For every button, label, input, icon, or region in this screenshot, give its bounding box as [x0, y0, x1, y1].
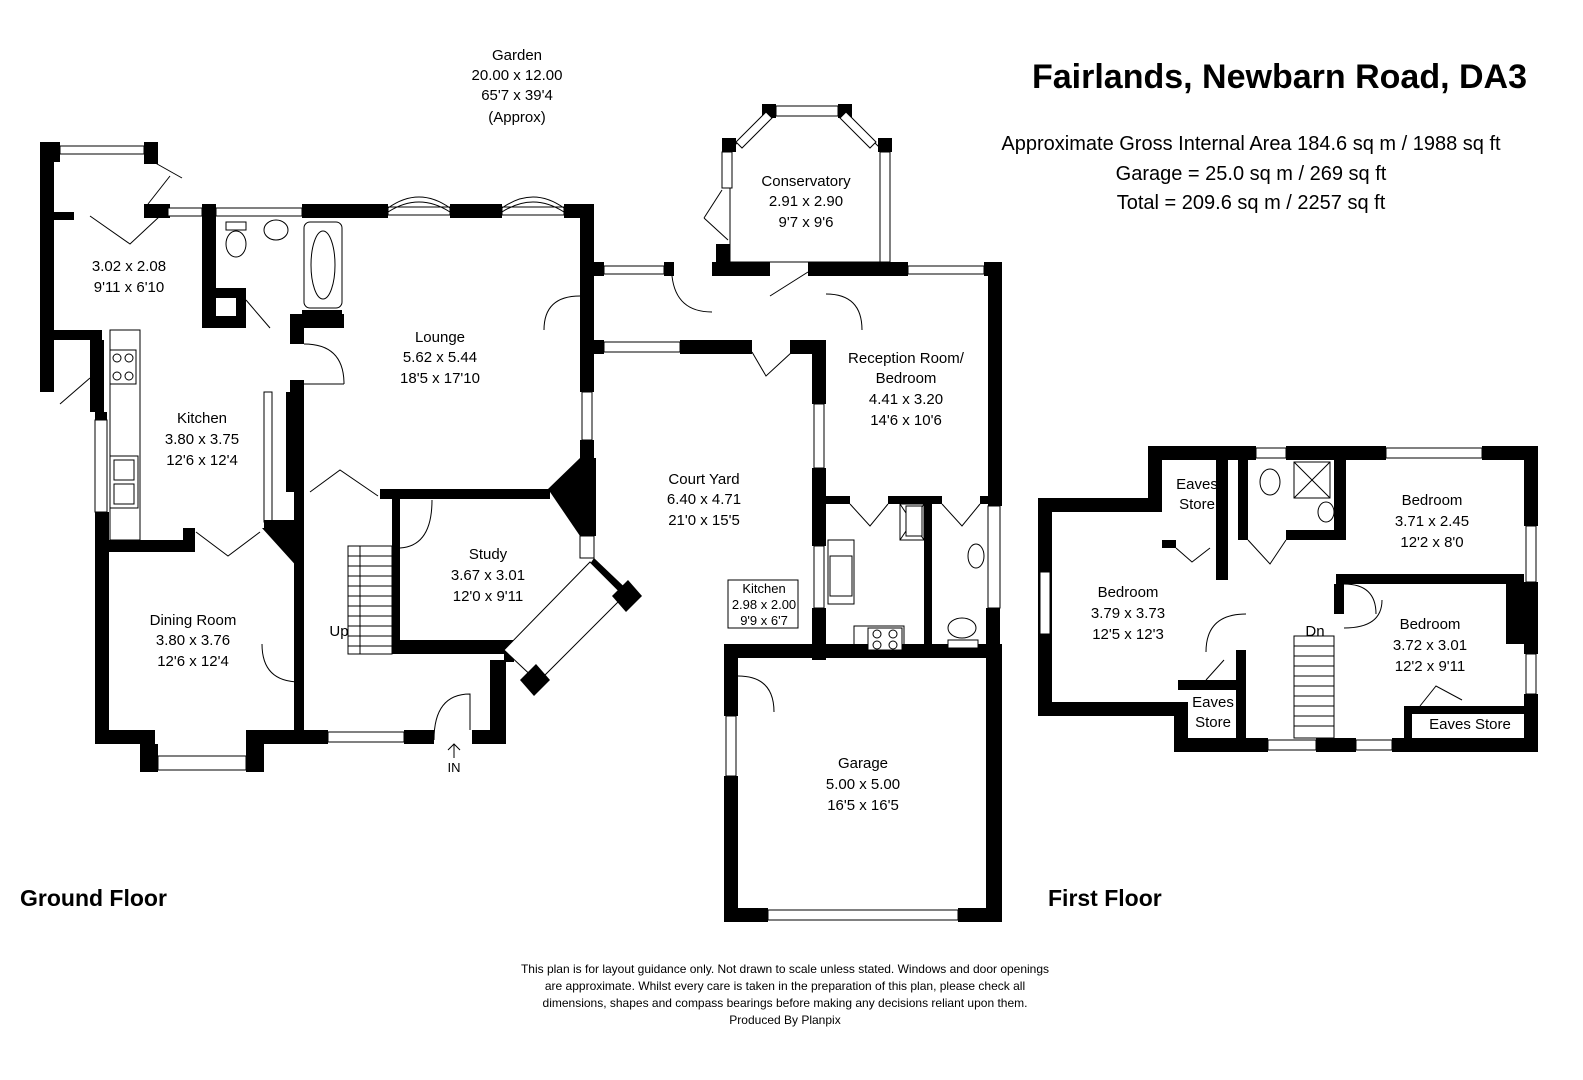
- svg-text:Produced By Planpix: Produced By Planpix: [729, 1013, 840, 1027]
- svg-text:14'6 x 10'6: 14'6 x 10'6: [870, 412, 942, 429]
- svg-text:are approximate. Whilst every: are approximate. Whilst every care is ta…: [545, 979, 1025, 993]
- svg-text:Kitchen: Kitchen: [742, 581, 785, 596]
- svg-text:6.40 x 4.71: 6.40 x 4.71: [667, 491, 741, 508]
- room-bedroom-2: Bedroom 3.71 x 2.45 12'2 x 8'0: [1395, 492, 1469, 551]
- svg-text:Garden: Garden: [492, 47, 542, 64]
- svg-text:2.91 x 2.90: 2.91 x 2.90: [769, 193, 843, 210]
- ground-floor-walls: [40, 104, 1002, 922]
- svg-text:3.80 x 3.75: 3.80 x 3.75: [165, 431, 239, 448]
- svg-text:Garage: Garage: [838, 755, 888, 772]
- svg-text:3.79 x 3.73: 3.79 x 3.73: [1091, 605, 1165, 622]
- svg-text:Court Yard: Court Yard: [668, 471, 739, 488]
- svg-text:Bedroom: Bedroom: [876, 370, 937, 387]
- svg-text:3.67 x 3.01: 3.67 x 3.01: [451, 567, 525, 584]
- first-floor-label: First Floor: [1048, 885, 1162, 911]
- room-kitchen: Kitchen 3.80 x 3.75 12'6 x 12'4: [165, 410, 239, 469]
- disclaimer: This plan is for layout guidance only. N…: [521, 962, 1049, 1027]
- svg-text:3.72 x 3.01: 3.72 x 3.01: [1393, 637, 1467, 654]
- up-label: Up: [329, 623, 348, 640]
- svg-text:Bedroom: Bedroom: [1402, 492, 1463, 509]
- svg-text:18'5 x 17'10: 18'5 x 17'10: [400, 370, 480, 387]
- svg-text:Study: Study: [469, 546, 508, 563]
- room-bedroom-3: Bedroom 3.72 x 3.01 12'2 x 9'11: [1393, 616, 1467, 675]
- svg-text:Eaves Store: Eaves Store: [1429, 716, 1511, 733]
- room-dining: Dining Room 3.80 x 3.76 12'6 x 12'4: [150, 612, 237, 670]
- garage-area: Garage = 25.0 sq m / 269 sq ft: [1116, 163, 1387, 185]
- svg-text:dimensions, shapes and compass: dimensions, shapes and compass bearings …: [543, 996, 1028, 1010]
- svg-text:12'5 x 12'3: 12'5 x 12'3: [1092, 626, 1164, 643]
- svg-text:(Approx): (Approx): [488, 109, 546, 126]
- first-floor-stair-treads: [1294, 645, 1334, 727]
- entrance-label: IN: [448, 760, 461, 775]
- svg-text:Eaves: Eaves: [1176, 476, 1218, 493]
- svg-text:Kitchen: Kitchen: [177, 410, 227, 427]
- room-study: Study 3.67 x 3.01 12'0 x 9'11: [451, 546, 525, 605]
- header: Fairlands, Newbarn Road, DA3 Approximate…: [1001, 58, 1527, 214]
- svg-text:This plan is for layout guidan: This plan is for layout guidance only. N…: [521, 962, 1049, 976]
- door-swings: [59, 159, 981, 741]
- svg-text:4.41 x 3.20: 4.41 x 3.20: [869, 391, 943, 408]
- svg-text:3.80 x 3.76: 3.80 x 3.76: [156, 632, 230, 649]
- room-conservatory: Conservatory 2.91 x 2.90 9'7 x 9'6: [761, 173, 851, 231]
- room-garage: Garage 5.00 x 5.00 16'5 x 16'5: [826, 755, 900, 814]
- room-utility: 3.02 x 2.08 9'11 x 6'10: [92, 258, 166, 296]
- total-area: Total = 209.6 sq m / 2257 sq ft: [1117, 192, 1386, 214]
- svg-text:5.62 x 5.44: 5.62 x 5.44: [403, 349, 477, 366]
- garden-label: Garden 20.00 x 12.00 65'7 x 39'4 (Approx…: [472, 47, 563, 126]
- svg-text:12'0 x 9'11: 12'0 x 9'11: [453, 588, 524, 605]
- svg-text:5.00 x 5.00: 5.00 x 5.00: [826, 776, 900, 793]
- svg-text:9'11 x 6'10: 9'11 x 6'10: [94, 279, 165, 296]
- fixtures: [109, 219, 985, 651]
- svg-text:12'6 x 12'4: 12'6 x 12'4: [166, 452, 238, 469]
- room-reception: Reception Room/ Bedroom 4.41 x 3.20 14'6…: [848, 350, 965, 429]
- ground-floor-label: Ground Floor: [20, 885, 167, 911]
- room-bedroom-1: Bedroom 3.79 x 3.73 12'5 x 12'3: [1091, 584, 1165, 643]
- svg-text:Eaves: Eaves: [1192, 694, 1234, 711]
- svg-text:3.02 x 2.08: 3.02 x 2.08: [92, 258, 166, 275]
- entrance-arrow-icon: [447, 743, 461, 758]
- plan-title: Fairlands, Newbarn Road, DA3: [1032, 58, 1527, 96]
- svg-text:12'2 x 8'0: 12'2 x 8'0: [1400, 534, 1463, 551]
- gross-area: Approximate Gross Internal Area 184.6 sq…: [1001, 133, 1501, 155]
- room-kitchen-annexe: Kitchen 2.98 x 2.00 9'9 x 6'7: [727, 579, 799, 629]
- svg-text:Store: Store: [1179, 496, 1215, 513]
- svg-text:21'0 x 15'5: 21'0 x 15'5: [668, 512, 740, 529]
- first-floor-walls: [1038, 446, 1538, 752]
- svg-text:2.98 x 2.00: 2.98 x 2.00: [732, 597, 796, 612]
- svg-text:9'9 x 6'7: 9'9 x 6'7: [740, 613, 788, 628]
- svg-text:12'6 x 12'4: 12'6 x 12'4: [157, 653, 229, 670]
- svg-text:Dining Room: Dining Room: [150, 612, 237, 629]
- svg-text:Bedroom: Bedroom: [1098, 584, 1159, 601]
- svg-text:Conservatory: Conservatory: [761, 173, 851, 190]
- svg-text:Store: Store: [1195, 714, 1231, 731]
- svg-text:9'7 x 9'6: 9'7 x 9'6: [779, 214, 834, 231]
- down-label: Dn: [1305, 623, 1324, 640]
- room-courtyard: Court Yard 6.40 x 4.71 21'0 x 15'5: [667, 471, 741, 529]
- floor-labels: Ground Floor First Floor: [20, 885, 1162, 911]
- svg-text:Reception Room/: Reception Room/: [848, 350, 965, 367]
- eaves-stores: Eaves Store Eaves Store Eaves Store: [1176, 476, 1511, 733]
- svg-text:65'7 x 39'4: 65'7 x 39'4: [481, 87, 553, 104]
- stair-labels: Up Dn IN: [329, 623, 1324, 775]
- svg-text:20.00 x 12.00: 20.00 x 12.00: [472, 67, 563, 84]
- stair-treads: [348, 546, 392, 654]
- svg-text:3.71 x 2.45: 3.71 x 2.45: [1395, 513, 1469, 530]
- svg-text:12'2 x 9'11: 12'2 x 9'11: [1395, 658, 1466, 675]
- svg-text:Lounge: Lounge: [415, 329, 465, 346]
- svg-text:Bedroom: Bedroom: [1400, 616, 1461, 633]
- svg-text:16'5 x 16'5: 16'5 x 16'5: [827, 797, 899, 814]
- room-lounge: Lounge 5.62 x 5.44 18'5 x 17'10: [400, 329, 480, 387]
